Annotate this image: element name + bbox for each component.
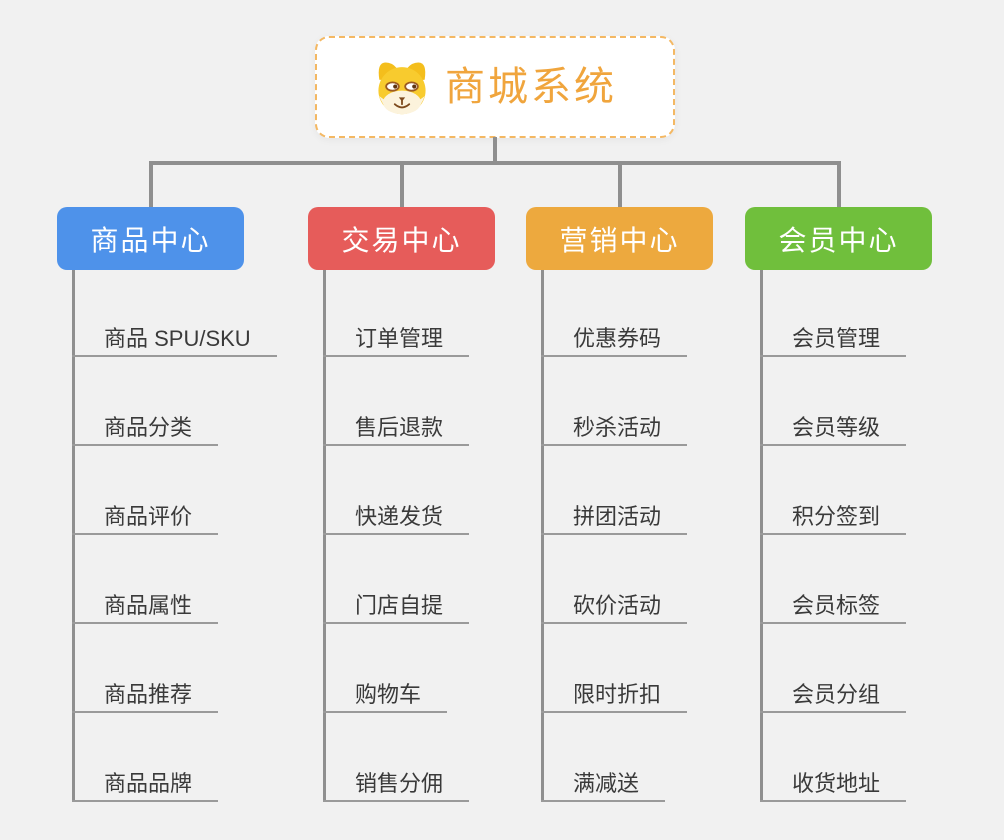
child-topic[interactable]: 会员管理	[760, 323, 907, 357]
branch-node-trade-center[interactable]: 交易中心	[308, 207, 495, 270]
root-title: 商城系统	[445, 65, 617, 109]
connector-drop-product	[149, 163, 153, 207]
branch-node-marketing-center[interactable]: 营销中心	[526, 207, 713, 270]
child-topic[interactable]: 商品推荐	[72, 679, 219, 713]
branch-node-product-center[interactable]: 商品中心	[57, 207, 244, 270]
child-topic[interactable]: 购物车	[323, 679, 448, 713]
child-topic[interactable]: 售后退款	[323, 412, 470, 446]
connector-drop-member	[837, 163, 841, 207]
connector-drop-marketing	[618, 163, 622, 207]
child-topic[interactable]: 限时折扣	[541, 679, 688, 713]
connector-root-stub	[493, 137, 497, 163]
child-topic[interactable]: 满减送	[541, 768, 666, 802]
child-topic[interactable]: 秒杀活动	[541, 412, 688, 446]
root-node[interactable]: 商城系统	[315, 36, 675, 138]
child-topic[interactable]: 商品 SPU/SKU	[72, 323, 277, 357]
branch-node-member-center[interactable]: 会员中心	[745, 207, 932, 270]
trunk-line-trade	[323, 268, 326, 802]
child-topic[interactable]: 门店自提	[323, 590, 470, 624]
child-topic[interactable]: 销售分佣	[323, 768, 470, 802]
child-topic[interactable]: 商品分类	[72, 412, 219, 446]
child-topic[interactable]: 优惠券码	[541, 323, 688, 357]
trunk-line-product	[72, 268, 75, 802]
dog-face-icon	[378, 62, 426, 115]
trunk-line-member	[760, 268, 763, 802]
connector-horizontal-bar	[149, 161, 841, 165]
child-topic[interactable]: 会员分组	[760, 679, 907, 713]
child-topic[interactable]: 拼团活动	[541, 501, 688, 535]
child-topic[interactable]: 会员等级	[760, 412, 907, 446]
child-topic[interactable]: 商品属性	[72, 590, 219, 624]
child-topic[interactable]: 商品品牌	[72, 768, 219, 802]
child-topic[interactable]: 订单管理	[323, 323, 470, 357]
child-topic[interactable]: 会员标签	[760, 590, 907, 624]
child-topic[interactable]: 砍价活动	[541, 590, 688, 624]
trunk-line-marketing	[541, 268, 544, 802]
child-topic[interactable]: 收货地址	[760, 768, 907, 802]
child-topic[interactable]: 积分签到	[760, 501, 907, 535]
child-topic[interactable]: 商品评价	[72, 501, 219, 535]
connector-drop-trade	[400, 163, 404, 207]
child-topic[interactable]: 快递发货	[323, 501, 470, 535]
